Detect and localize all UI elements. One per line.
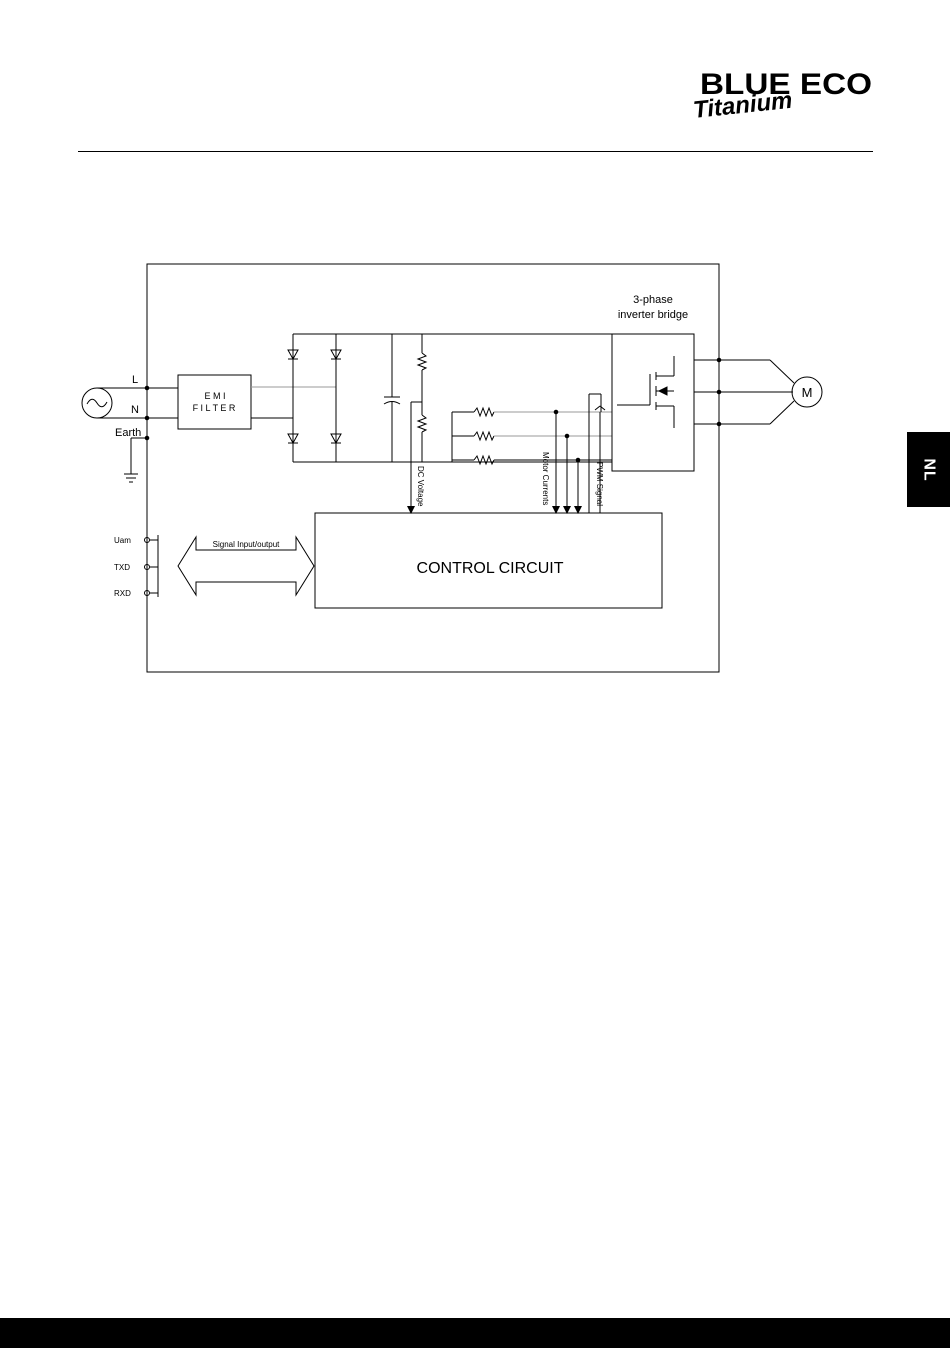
rectifier-bridge (288, 334, 612, 462)
block-diagram: L N Earth E M I F I L T E R (0, 250, 950, 690)
outer-frame (147, 264, 719, 672)
label-motor-currents: Motor Currents (541, 452, 550, 505)
transistor-icon (617, 356, 674, 428)
signal-io-label: Signal Input/output (213, 540, 280, 549)
inverter-title-2: inverter bridge (618, 309, 688, 321)
brand-logo: BLUE ECO Titanium (690, 66, 880, 126)
earth-ground-icon (124, 438, 138, 482)
inverter-title-1: 3-phase (633, 294, 673, 306)
label-earth: Earth (115, 427, 141, 439)
inverter-bridge-block (612, 334, 694, 471)
header-rule (78, 151, 873, 152)
label-pwm-signal: PWM Signal (595, 462, 604, 506)
label-n: N (131, 404, 139, 416)
footer-bar (0, 1318, 950, 1348)
emi-filter-label-1: E M I (204, 391, 225, 401)
motor-output-lines (694, 358, 794, 426)
current-sense-resistors (452, 408, 612, 464)
emi-filter-label-2: F I L T E R (193, 403, 236, 413)
io-pin-label-rxd: RXD (114, 589, 131, 598)
io-pin-label-uam: Uam (114, 536, 131, 545)
io-pin-label-txd: TXD (114, 563, 130, 572)
control-circuit-label: CONTROL CIRCUIT (417, 560, 564, 577)
capacitor-icon (384, 334, 400, 462)
ac-source-icon (82, 388, 112, 418)
label-l: L (132, 374, 138, 386)
label-dc-voltage: DC Voltage (416, 466, 425, 507)
motor-label: M (802, 385, 813, 400)
emi-filter-block (178, 375, 251, 429)
